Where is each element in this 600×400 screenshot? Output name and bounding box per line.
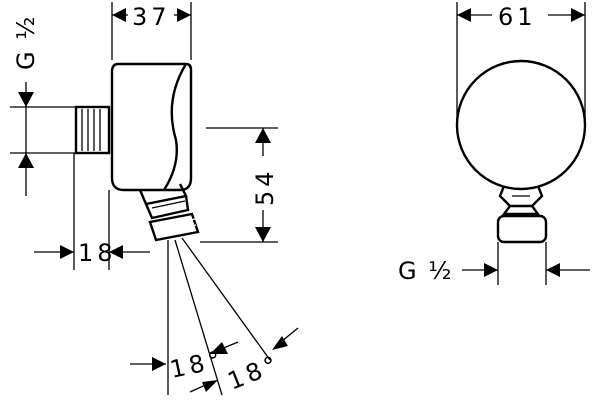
dim-thread-left-label: G ½ (12, 15, 40, 71)
front-hose-connector (496, 185, 548, 244)
dim-thread-front-label: G ½ (398, 257, 454, 285)
front-body-circle (455, 59, 587, 191)
side-view: 37 G ½ 54 18 (10, 2, 299, 396)
dim-37-label: 37 (132, 3, 171, 31)
dim-18-label: 18 (78, 239, 117, 267)
dim-thread-left: G ½ (10, 15, 76, 196)
thread-nipple (74, 105, 111, 155)
dim-61: 61 (456, 2, 586, 125)
dim-thread-front: G ½ (398, 242, 590, 285)
wall-outlet-body (110, 62, 193, 192)
dim-54: 54 (200, 127, 279, 243)
hose-connector (138, 183, 200, 242)
dim-61-label: 61 (498, 3, 537, 31)
dim-37: 37 (111, 2, 192, 60)
swivel-angle: 18° 18° (130, 237, 299, 396)
angle-2-label: 18° (224, 349, 285, 395)
body-face-curve (162, 63, 188, 191)
front-view: 61 G ½ (398, 2, 590, 285)
dim-54-label: 54 (251, 167, 279, 206)
dim-18: 18 (34, 153, 150, 270)
